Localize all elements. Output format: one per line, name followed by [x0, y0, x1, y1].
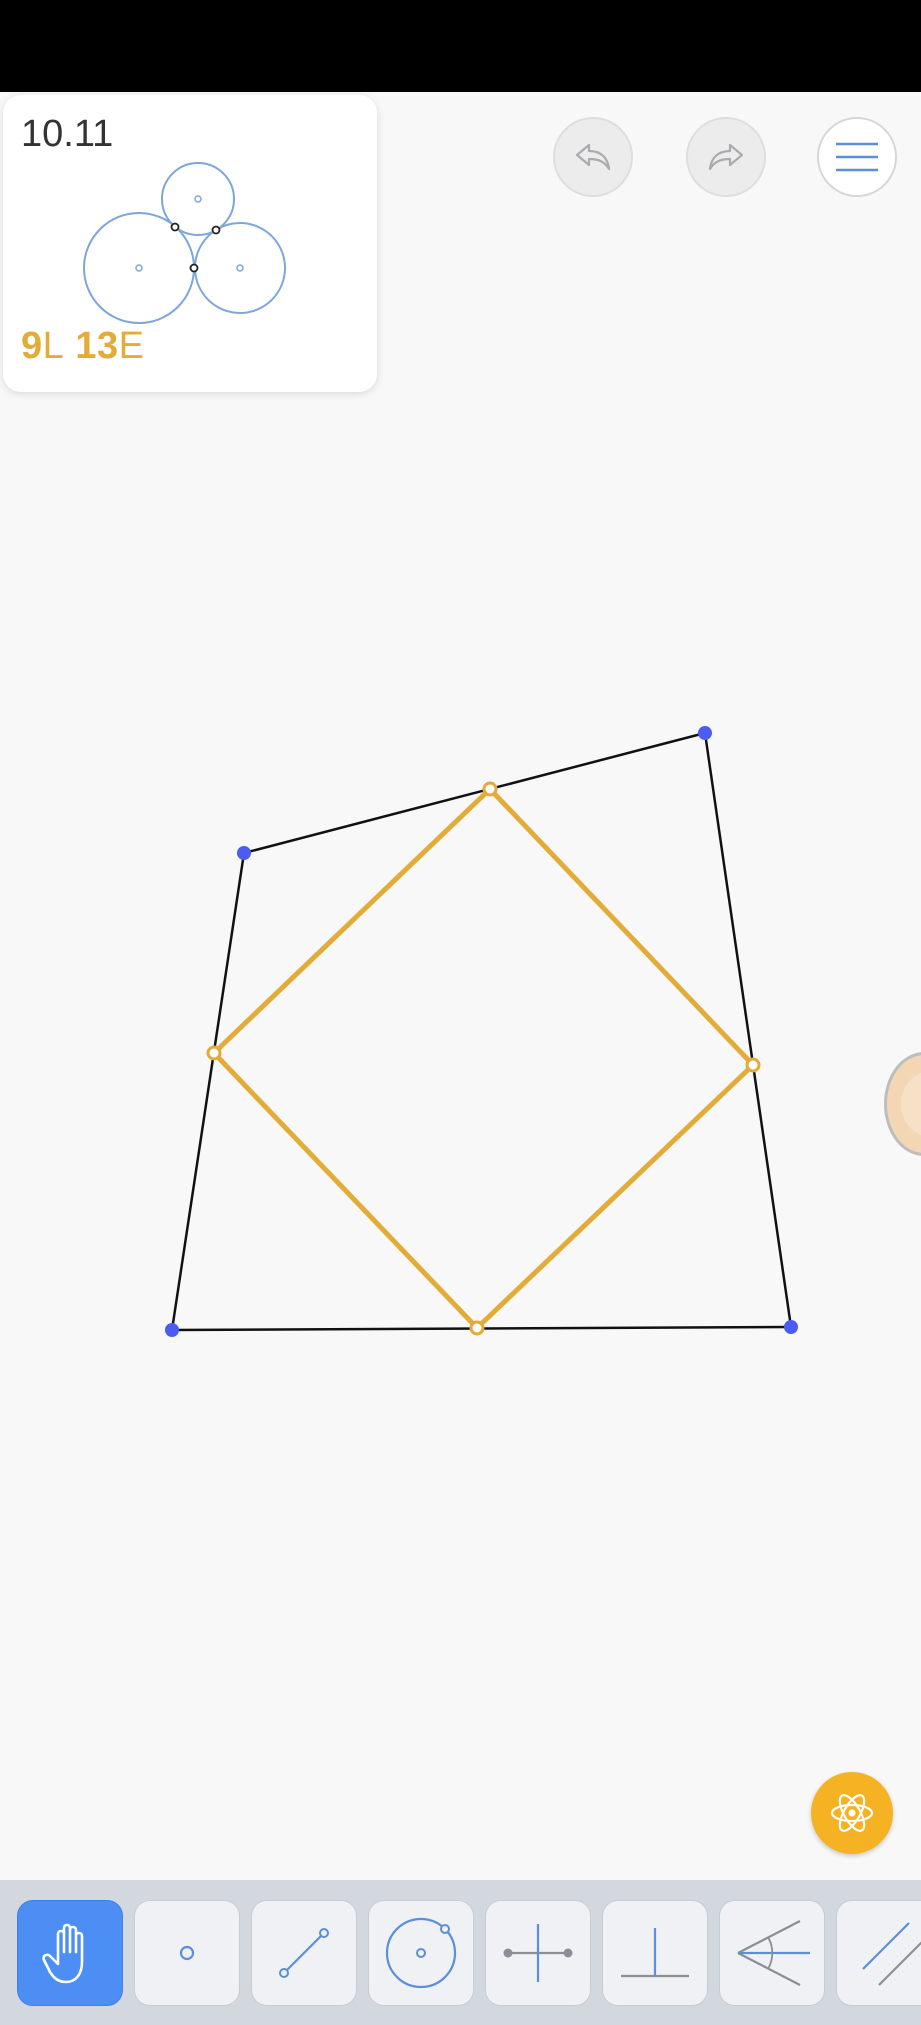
- given-points: [165, 726, 798, 1337]
- perpendicular-tool[interactable]: [602, 1900, 708, 2006]
- status-bar: [0, 0, 921, 92]
- hand-icon: [42, 1923, 84, 1984]
- hamburger-menu-icon: [836, 142, 878, 172]
- line-tool[interactable]: [251, 1900, 357, 2006]
- atom-icon: [830, 1794, 874, 1832]
- given-point[interactable]: [784, 1320, 798, 1334]
- angle-bisector-icon: [737, 1920, 810, 1986]
- magic-button[interactable]: [811, 1772, 893, 1854]
- inscribed-square: [211, 786, 756, 1331]
- square-vertex[interactable]: [482, 781, 498, 797]
- circle-tool[interactable]: [368, 1900, 474, 2006]
- level-goal: 9L 13E: [21, 325, 144, 368]
- goal-lines-value: 9: [21, 325, 43, 367]
- given-point[interactable]: [165, 1323, 179, 1337]
- quad-side-top: [243, 731, 706, 855]
- given-point[interactable]: [237, 846, 251, 860]
- undo-icon: [575, 143, 611, 171]
- perpendicular-icon: [621, 1928, 689, 1978]
- perpendicular-bisector-icon: [503, 1924, 573, 1982]
- tool-palette: [0, 1880, 921, 2025]
- circle-icon: [385, 1917, 457, 1989]
- square-vertex[interactable]: [469, 1320, 485, 1336]
- square-vertex[interactable]: [206, 1045, 222, 1061]
- perpendicular-bisector-tool[interactable]: [485, 1900, 591, 2006]
- move-tool[interactable]: [17, 1900, 123, 2006]
- menu-button[interactable]: [817, 117, 897, 197]
- level-number: 10.11: [21, 113, 114, 155]
- hint-icon: [901, 1071, 921, 1137]
- redo-button[interactable]: [686, 117, 766, 197]
- given-point[interactable]: [698, 726, 712, 740]
- square-vertices: [206, 781, 761, 1336]
- level-card[interactable]: 10.11 9L 13E: [3, 95, 377, 392]
- construction-canvas[interactable]: [0, 0, 921, 1880]
- quad-side-left: [170, 852, 246, 1331]
- goal-elements-value: 13: [75, 325, 119, 367]
- parallel-tool[interactable]: [836, 1900, 921, 2006]
- parallel-icon: [862, 1922, 921, 1986]
- point-icon: [179, 1945, 195, 1961]
- square-vertex[interactable]: [745, 1057, 761, 1073]
- quadrilateral: [170, 731, 793, 1332]
- undo-button[interactable]: [553, 117, 633, 197]
- point-tool[interactable]: [134, 1900, 240, 2006]
- goal-elements-unit: E: [118, 325, 145, 367]
- redo-icon: [708, 143, 744, 171]
- goal-lines-unit: L: [42, 325, 65, 367]
- angle-bisector-tool[interactable]: [719, 1900, 825, 2006]
- line-segment-icon: [279, 1928, 329, 1978]
- quad-side-right: [703, 732, 793, 1328]
- level-preview-figure: [83, 162, 286, 324]
